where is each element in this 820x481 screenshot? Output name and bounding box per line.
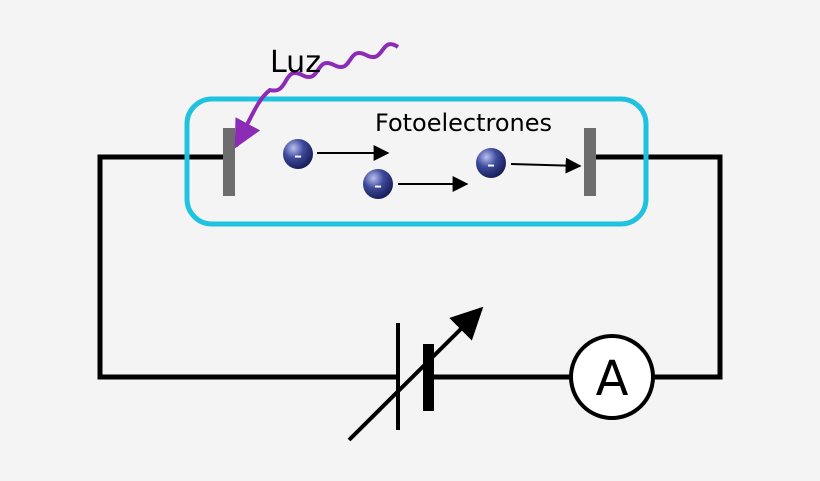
battery-long-plate	[396, 323, 400, 430]
electron-charge-label: -	[294, 143, 302, 169]
electron-charge-label: -	[374, 173, 382, 199]
ammeter: A	[569, 334, 655, 420]
electron-2: -	[363, 169, 393, 199]
light-wave-icon	[234, 42, 400, 149]
circuit-wire-right	[592, 154, 723, 380]
cathode-plate	[223, 128, 235, 196]
electron-icon	[283, 139, 313, 169]
ammeter-label: A	[596, 351, 629, 407]
vacuum-tube	[184, 96, 649, 227]
photoelectrons-label: Fotoelectrones	[375, 109, 552, 137]
variable-battery-arrow-icon	[347, 306, 484, 442]
light-label: Luz	[270, 45, 321, 80]
electron-icon	[476, 148, 506, 178]
electron-1: -	[283, 139, 313, 169]
electron-3-arrow	[510, 157, 582, 174]
electron-charge-label: -	[487, 152, 495, 178]
circuit-wire-left	[97, 154, 398, 380]
battery-short-plate	[423, 344, 434, 411]
variable-battery	[347, 306, 484, 442]
anode-plate	[584, 128, 596, 196]
electron-icon	[363, 169, 393, 199]
ammeter-icon	[569, 334, 655, 420]
electron-3: -	[476, 148, 506, 178]
